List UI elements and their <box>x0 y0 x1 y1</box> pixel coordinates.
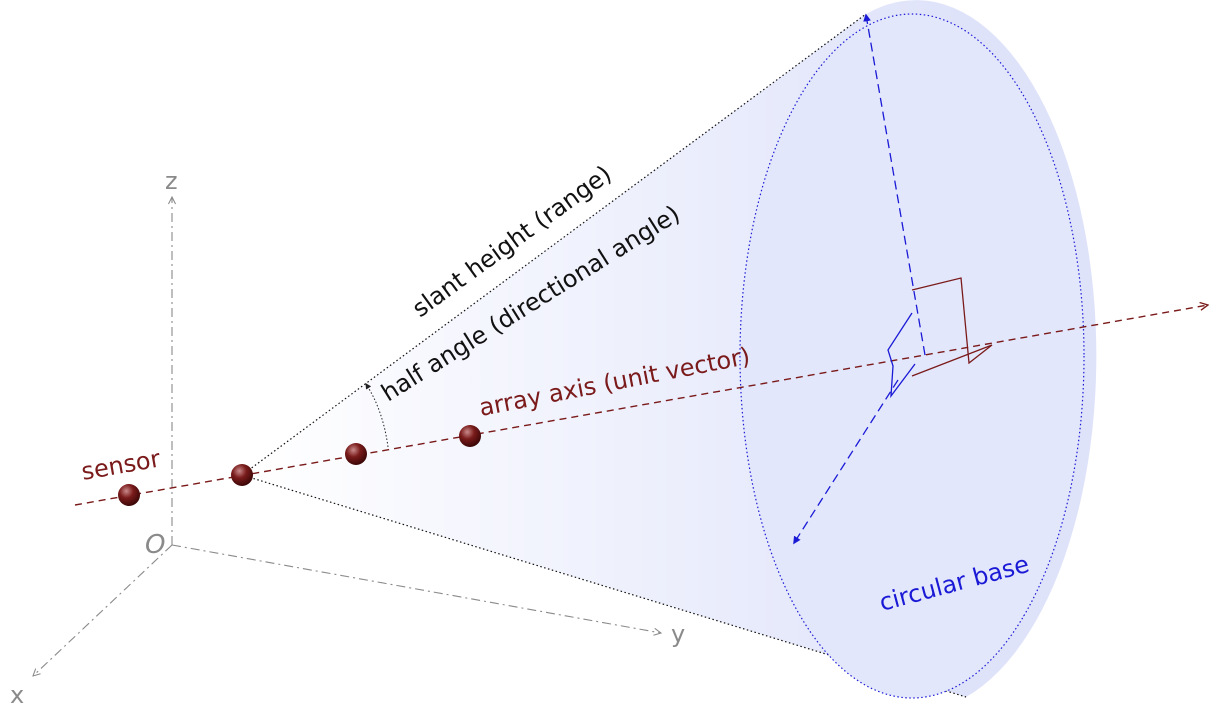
circular-base <box>739 13 1085 699</box>
sensor-ball <box>345 443 367 465</box>
origin-label: O <box>145 530 165 560</box>
right-angle-mark-red <box>911 277 993 377</box>
x-axis-label: x <box>10 681 24 709</box>
half-angle-arc <box>365 382 389 448</box>
sensor-label: sensor <box>79 445 162 486</box>
right-angle-mark-blue <box>887 312 916 399</box>
x-axis-line <box>33 544 173 676</box>
cone-top-slant <box>241 13 867 476</box>
radius-down-arrow <box>793 379 899 545</box>
y-axis-line <box>171 544 661 633</box>
y-axis-label: y <box>671 620 685 648</box>
sensor-ball <box>231 464 253 486</box>
sensor-ball <box>459 425 481 447</box>
sensor-ball <box>118 484 140 506</box>
z-axis-label: z <box>165 167 178 195</box>
radius-up-arrow <box>863 13 926 356</box>
